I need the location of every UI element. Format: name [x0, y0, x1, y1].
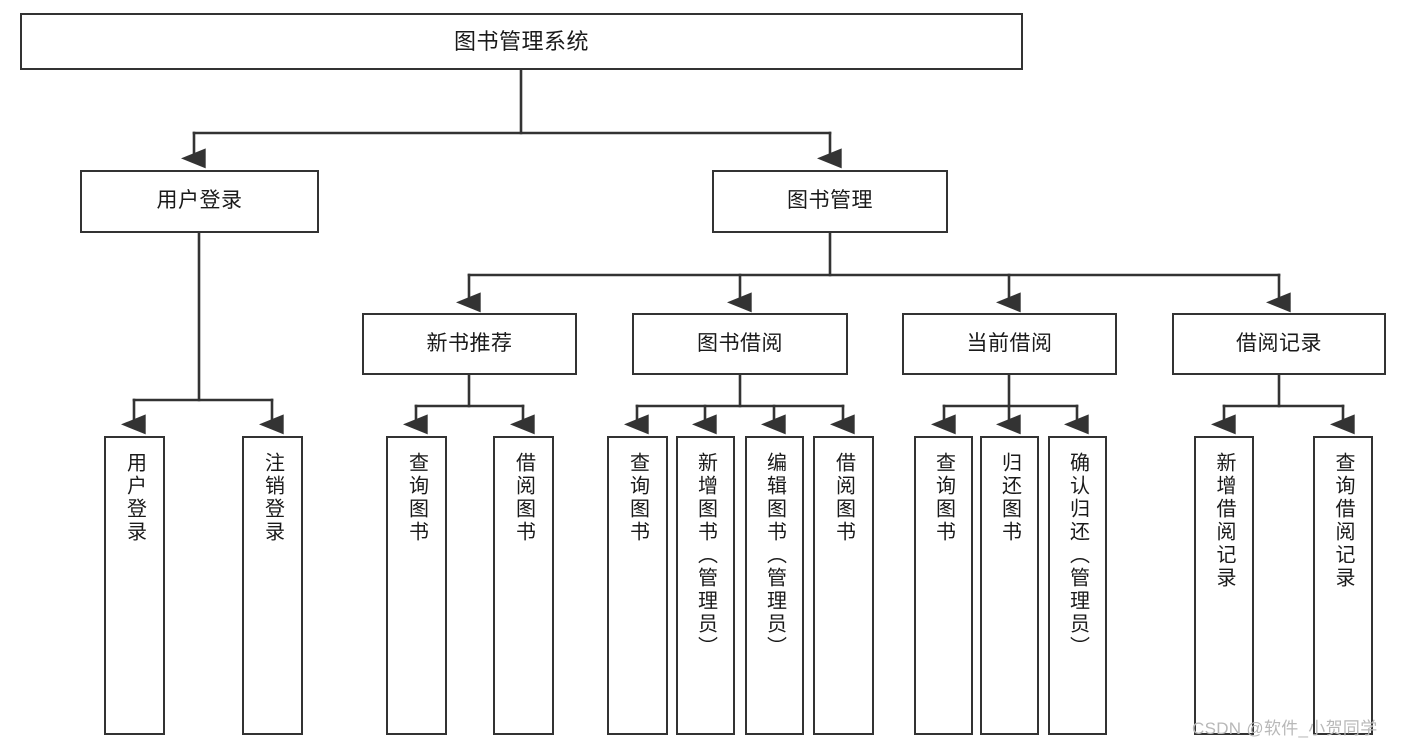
node-book-borrow[interactable]: 图书借阅: [632, 313, 848, 375]
node-borrow-record[interactable]: 借阅记录: [1172, 313, 1386, 375]
node-leaf-query-borrow-record[interactable]: 查询借阅记录: [1313, 436, 1373, 735]
node-leaf-logout-label: 注销登录: [261, 452, 284, 544]
node-root-library-system[interactable]: 图书管理系统: [20, 13, 1023, 70]
node-leaf-query-borrow-record-label: 查询借阅记录: [1332, 452, 1354, 590]
node-leaf-logout[interactable]: 注销登录: [242, 436, 303, 735]
node-leaf-add-book-admin[interactable]: 新增图书（管理员）: [676, 436, 735, 735]
node-leaf-borrow-book[interactable]: 借阅图书: [813, 436, 874, 735]
node-current-borrow[interactable]: 当前借阅: [902, 313, 1117, 375]
node-leaf-return-book-label: 归还图书: [998, 452, 1021, 544]
node-leaf-recommend-borrow-book[interactable]: 借阅图书: [493, 436, 554, 735]
csdn-watermark: CSDN @软件_小贺同学: [1192, 719, 1378, 738]
node-book-management[interactable]: 图书管理: [712, 170, 948, 233]
node-new-book-recommend[interactable]: 新书推荐: [362, 313, 577, 375]
node-leaf-user-login[interactable]: 用户登录: [104, 436, 165, 735]
node-leaf-add-book-admin-label: 新增图书（管理员）: [694, 452, 717, 659]
node-user-login-label: 用户登录: [156, 189, 243, 213]
node-leaf-current-query-book-label: 查询图书: [932, 452, 955, 544]
node-leaf-borrow-query-book[interactable]: 查询图书: [607, 436, 668, 735]
node-leaf-return-book[interactable]: 归还图书: [980, 436, 1039, 735]
node-leaf-user-login-label: 用户登录: [123, 452, 146, 544]
node-leaf-edit-book-admin[interactable]: 编辑图书（管理员）: [745, 436, 804, 735]
node-user-login[interactable]: 用户登录: [80, 170, 319, 233]
node-leaf-recommend-query-book[interactable]: 查询图书: [386, 436, 447, 735]
node-leaf-recommend-borrow-book-label: 借阅图书: [512, 452, 535, 544]
node-leaf-confirm-return-admin[interactable]: 确认归还（管理员）: [1048, 436, 1107, 735]
node-borrow-record-label: 借阅记录: [1236, 331, 1322, 355]
node-leaf-add-borrow-record[interactable]: 新增借阅记录: [1194, 436, 1254, 735]
node-current-borrow-label: 当前借阅: [966, 331, 1053, 355]
node-leaf-recommend-query-book-label: 查询图书: [405, 452, 428, 544]
node-leaf-borrow-book-label: 借阅图书: [832, 452, 855, 544]
node-leaf-confirm-return-admin-label: 确认归还（管理员）: [1066, 452, 1089, 659]
node-book-management-label: 图书管理: [787, 189, 873, 213]
node-leaf-edit-book-admin-label: 编辑图书（管理员）: [763, 452, 786, 659]
node-leaf-add-borrow-record-label: 新增借阅记录: [1213, 452, 1235, 590]
node-book-borrow-label: 图书借阅: [697, 331, 783, 355]
node-leaf-current-query-book[interactable]: 查询图书: [914, 436, 973, 735]
node-new-book-recommend-label: 新书推荐: [426, 331, 513, 355]
node-root-label: 图书管理系统: [453, 28, 589, 54]
node-leaf-borrow-query-book-label: 查询图书: [626, 452, 649, 544]
